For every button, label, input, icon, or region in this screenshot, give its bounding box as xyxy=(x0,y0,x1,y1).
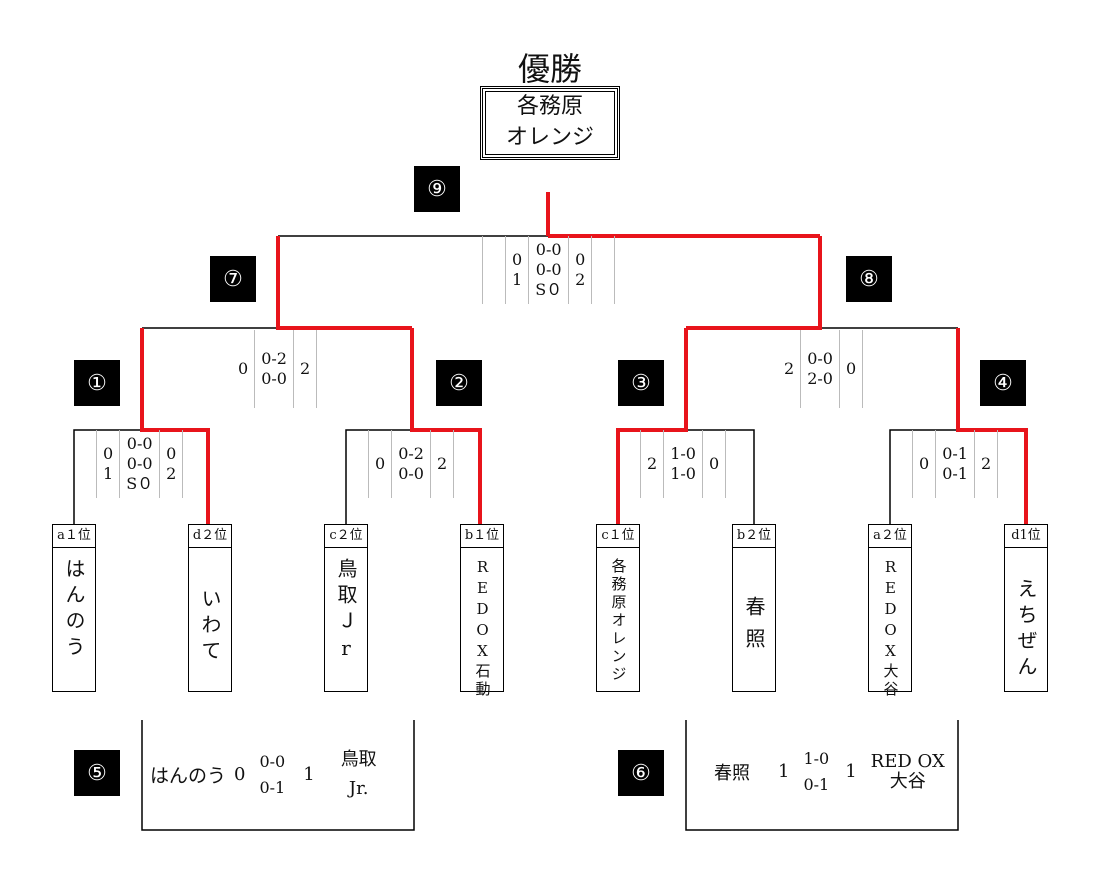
team-name: REDOX大谷 xyxy=(881,558,900,699)
team-box-d2: d２位 いわて xyxy=(188,524,232,692)
team-box-b1: b１位 REDOX石動 xyxy=(460,524,504,699)
team-name: 各務原オレンジ xyxy=(609,558,628,684)
team-box-b2: b２位 春照 xyxy=(732,524,776,692)
match-number-2: ② xyxy=(436,360,482,406)
consol6-score2: 1 xyxy=(845,761,857,783)
team-box-a2: a２位 REDOX大谷 xyxy=(868,524,912,699)
bracket-winner-lines xyxy=(140,192,1028,524)
team-box-c1: c１位 各務原オレンジ xyxy=(596,524,640,692)
match-number-7: ⑦ xyxy=(210,256,256,302)
team-name: はんのう xyxy=(62,558,86,662)
consol5-score1: 0 xyxy=(234,764,246,786)
consol6-team1: 春照 xyxy=(714,762,750,784)
match-number-5: ⑤ xyxy=(74,750,120,796)
champion-name-line2: オレンジ xyxy=(505,125,594,150)
consol5-team1: はんのう xyxy=(150,765,227,788)
match-number-3: ③ xyxy=(618,360,664,406)
team-name: REDOX石動 xyxy=(473,558,492,699)
match-number-4: ④ xyxy=(980,360,1026,406)
match-number-8: ⑧ xyxy=(846,256,892,302)
team-name: えちぜん xyxy=(1014,578,1038,682)
team-name: いわて xyxy=(198,588,222,666)
champion-name-line1: 各務原 xyxy=(516,94,583,120)
team-box-a1: a１位 はんのう xyxy=(52,524,96,692)
team-box-d1: d1位 えちぜん xyxy=(1004,524,1048,692)
consol5-score2: 1 xyxy=(303,764,315,786)
team-name: 鳥取Ｊr xyxy=(334,558,358,666)
match-number-9: ⑨ xyxy=(414,166,460,212)
tournament-title: 優勝 xyxy=(517,50,582,88)
champion-box: 各務原 オレンジ xyxy=(480,86,620,160)
match-number-1: ① xyxy=(74,360,120,406)
match-number-6: ⑥ xyxy=(618,750,664,796)
team-name: 春照 xyxy=(742,596,766,660)
team-box-c2: c２位 鳥取Ｊr xyxy=(324,524,368,692)
consol6-score1: 1 xyxy=(778,761,790,783)
